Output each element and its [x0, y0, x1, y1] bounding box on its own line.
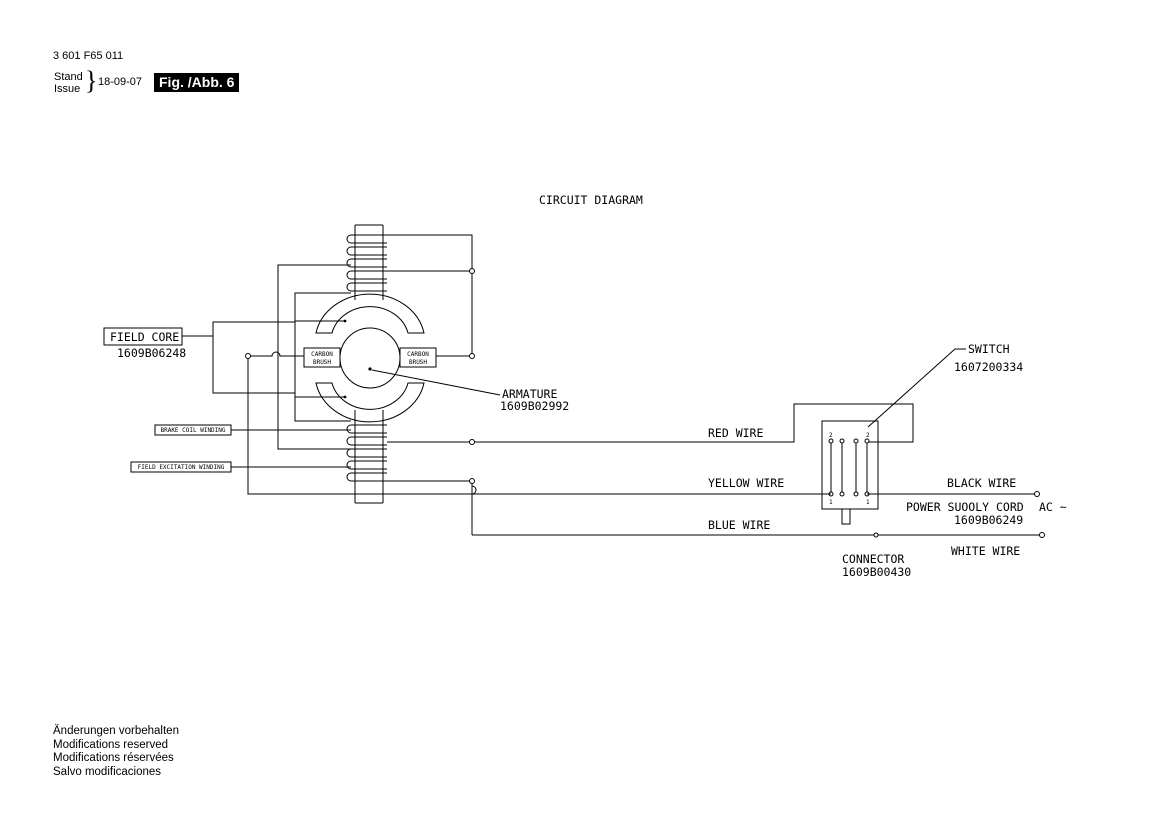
blue-wire-label: BLUE WIRE [708, 518, 770, 532]
switch-number: 1607200334 [954, 360, 1023, 374]
field-excitation-label: FIELD EXCITATION WINDING [138, 464, 225, 471]
issue-date: 18-09-07 [98, 76, 143, 88]
armature-callout: ARMATURE 1609B02992 [371, 369, 569, 413]
upper-winding [346, 234, 387, 292]
black-wire: BLACK WIRE [867, 476, 1040, 497]
brake-coil-label: BRAKE COIL WINDING [160, 427, 225, 434]
carbon-brush-left-line1: CARBON [311, 351, 333, 358]
note-en: Modifications reserved [53, 738, 169, 751]
carbon-brush-right-line1: CARBON [407, 351, 429, 358]
power-cord-number: 1609B06249 [954, 513, 1023, 527]
switch-body: 2 2 1 1 [821, 420, 879, 525]
ac-label: AC ~ [1039, 500, 1067, 514]
power-cord-label: POWER SUOOLY CORD [906, 500, 1024, 514]
armature-label: ARMATURE [502, 387, 557, 401]
field-excitation-callout: FIELD EXCITATION WINDING [130, 461, 351, 473]
lower-field-pole [315, 382, 425, 423]
switch-terminal-d: 1 [866, 499, 870, 506]
upper-field-pole [315, 293, 425, 334]
field-core-number: 1609B06248 [117, 346, 186, 360]
part-number: 3 601 F65 011 [53, 50, 124, 62]
yellow-wire-label: YELLOW WIRE [708, 476, 784, 490]
black-wire-label: BLACK WIRE [947, 476, 1016, 490]
yellow-wire: YELLOW WIRE [472, 476, 831, 495]
carbon-brush-left: CARBON BRUSH [303, 347, 341, 368]
field-core-label: FIELD CORE [110, 330, 179, 344]
brake-coil-callout: BRAKE COIL WINDING [154, 424, 351, 436]
stand-label: Stand [54, 71, 83, 83]
issue-label: Issue [54, 83, 81, 95]
modifications-notes: Änderungen vorbehalten Modifications res… [53, 725, 179, 780]
note-es: Salvo modificaciones [53, 766, 162, 779]
white-wire-label: WHITE WIRE [951, 544, 1020, 558]
note-de: Änderungen vorbehalten [53, 725, 179, 737]
switch-callout: SWITCH 1607200334 [867, 342, 1023, 428]
switch-terminal-c: 1 [829, 499, 833, 506]
switch-label: SWITCH [968, 342, 1010, 356]
carbon-brush-right-line2: BRUSH [409, 359, 427, 366]
armature-center-dot [368, 367, 372, 371]
field-core-callout: FIELD CORE 1609B06248 [103, 321, 295, 394]
red-wire: RED WIRE [387, 403, 914, 445]
blue-wire: BLUE WIRE [472, 518, 1045, 538]
note-fr: Modifications réservées [53, 752, 174, 765]
connector-number: 1609B00430 [842, 565, 911, 579]
red-wire-label: RED WIRE [708, 426, 763, 440]
connector-label: CONNECTOR [842, 552, 904, 566]
brace-glyph: } [85, 66, 98, 95]
stand-issue-label: Stand Issue [54, 71, 83, 95]
lower-winding [346, 424, 387, 482]
armature-number: 1609B02992 [500, 399, 569, 413]
carbon-brush-left-line2: BRUSH [313, 359, 331, 366]
carbon-brush-right: CARBON BRUSH [399, 347, 437, 368]
armature-rotor [339, 327, 401, 389]
switch-terminal-b: 2 [866, 432, 870, 439]
internal-wiring [245, 234, 477, 535]
figure-label: Fig. /Abb. 6 [154, 73, 240, 92]
diagram-title: CIRCUIT DIAGRAM [539, 193, 643, 207]
switch-terminal-a: 2 [829, 432, 833, 439]
